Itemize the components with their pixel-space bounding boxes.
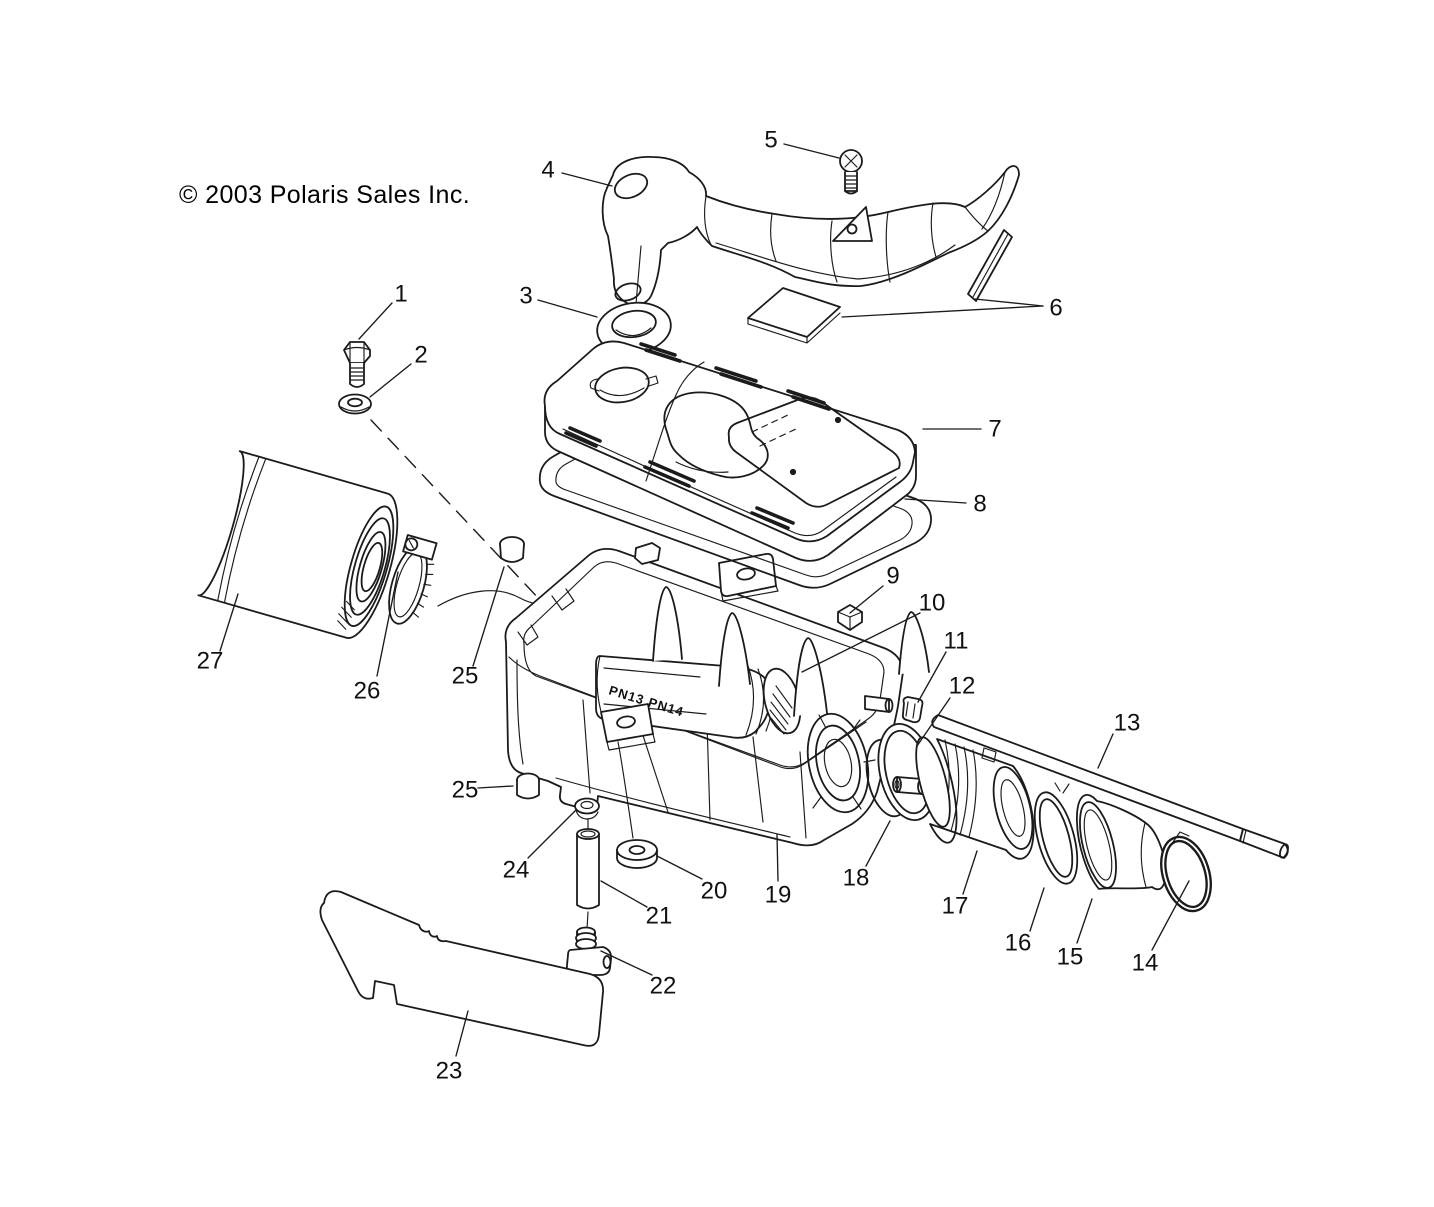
leader-line-24 — [527, 809, 577, 859]
dashed-reference-line — [370, 419, 542, 602]
part-callout-23: 23 — [436, 1058, 463, 1085]
part-intake-duct — [601, 156, 1020, 306]
leader-line-6 — [841, 305, 1044, 318]
part-seal-ring — [1033, 782, 1079, 885]
part-callout-21: 21 — [646, 903, 673, 930]
part-callout-4: 4 — [541, 157, 554, 184]
leader-line-16 — [1029, 887, 1045, 932]
leader-line-8 — [904, 498, 967, 504]
part-callout-25: 25 — [452, 663, 479, 690]
leader-line-15 — [1076, 898, 1093, 944]
leader-line-4 — [561, 172, 613, 187]
part-plug-top — [499, 536, 525, 563]
part-foam-seals — [747, 229, 1013, 344]
part-callout-5: 5 — [764, 127, 777, 154]
leader-line-12 — [916, 697, 951, 747]
leader-line-14 — [1151, 880, 1190, 951]
part-intake-boot — [1076, 794, 1167, 891]
part-mount-screw — [839, 149, 863, 195]
part-callout-7: 7 — [988, 416, 1001, 443]
part-callout-22: 22 — [650, 973, 677, 1000]
leader-line-9 — [849, 585, 884, 614]
part-callout-10: 10 — [919, 590, 946, 617]
rim-tab-with-hole — [718, 552, 779, 602]
part-callout-13: 13 — [1114, 710, 1141, 737]
leader-line-2 — [369, 363, 412, 398]
part-vent-fitting — [574, 797, 600, 820]
part-washer-grommet — [616, 839, 658, 869]
part-clamp-ring — [1160, 831, 1212, 913]
part-airbox-cover — [543, 340, 917, 562]
part-callout-14: 14 — [1132, 950, 1159, 977]
part-callout-26: 26 — [354, 678, 381, 705]
part-drain-valve — [565, 926, 612, 976]
leader-line-27 — [219, 593, 239, 652]
part-outlet-tube — [915, 736, 1035, 860]
callout-layer: 1234567891011121314151617181920212223242… — [197, 127, 1190, 1085]
part-callout-20: 20 — [701, 878, 728, 905]
leader-line-11 — [917, 651, 947, 703]
alignment-line-washer — [617, 741, 634, 839]
part-air-filter — [197, 450, 399, 639]
copyright-text: © 2003 Polaris Sales Inc. — [179, 181, 471, 209]
leader-line-17 — [962, 850, 978, 895]
part-callout-2: 2 — [414, 342, 427, 369]
leader-line-10 — [801, 612, 921, 673]
leader-line-25 — [472, 566, 505, 667]
leader-line-18 — [865, 820, 891, 867]
outlet-recess — [806, 712, 876, 814]
rim-tab-block — [837, 604, 863, 631]
leader-line-26 — [376, 571, 399, 677]
part-callout-3: 3 — [519, 283, 532, 310]
part-callout-8: 8 — [973, 491, 986, 518]
leader-line-5 — [783, 143, 840, 159]
leader-line-19 — [776, 833, 779, 882]
part-clip — [901, 696, 924, 724]
part-callout-17: 17 — [942, 893, 969, 920]
leader-line-23 — [455, 1010, 469, 1057]
leader-line-13 — [1097, 733, 1114, 769]
part-callout-9: 9 — [886, 563, 899, 590]
leader-line-6 — [974, 298, 1044, 307]
part-hose-clamp — [388, 534, 438, 625]
part-callout-11: 11 — [944, 628, 969, 655]
part-airbox-body — [504, 542, 930, 847]
part-bolt — [343, 341, 371, 388]
leader-line-3 — [537, 299, 598, 318]
part-callout-6: 6 — [1049, 295, 1062, 322]
part-callout-24: 24 — [503, 857, 530, 884]
leader-line-22 — [600, 950, 653, 976]
part-splash-shield — [319, 890, 604, 1047]
part-callout-12: 12 — [949, 673, 976, 700]
part-callout-19: 19 — [765, 882, 792, 909]
part-callout-18: 18 — [843, 865, 870, 892]
part-drain-tube — [576, 828, 600, 910]
part-callout-16: 16 — [1005, 930, 1032, 957]
leader-line-25 — [477, 785, 514, 789]
part-callout-25: 25 — [452, 777, 479, 804]
leader-line-21 — [600, 880, 648, 908]
part-callout-1: 1 — [394, 281, 407, 308]
part-washer — [338, 393, 372, 415]
part-callout-27: 27 — [197, 648, 224, 675]
part-callout-15: 15 — [1057, 944, 1084, 971]
part-plug-bottom — [516, 772, 540, 800]
leader-line-20 — [656, 855, 703, 880]
leader-line-1 — [358, 302, 393, 340]
